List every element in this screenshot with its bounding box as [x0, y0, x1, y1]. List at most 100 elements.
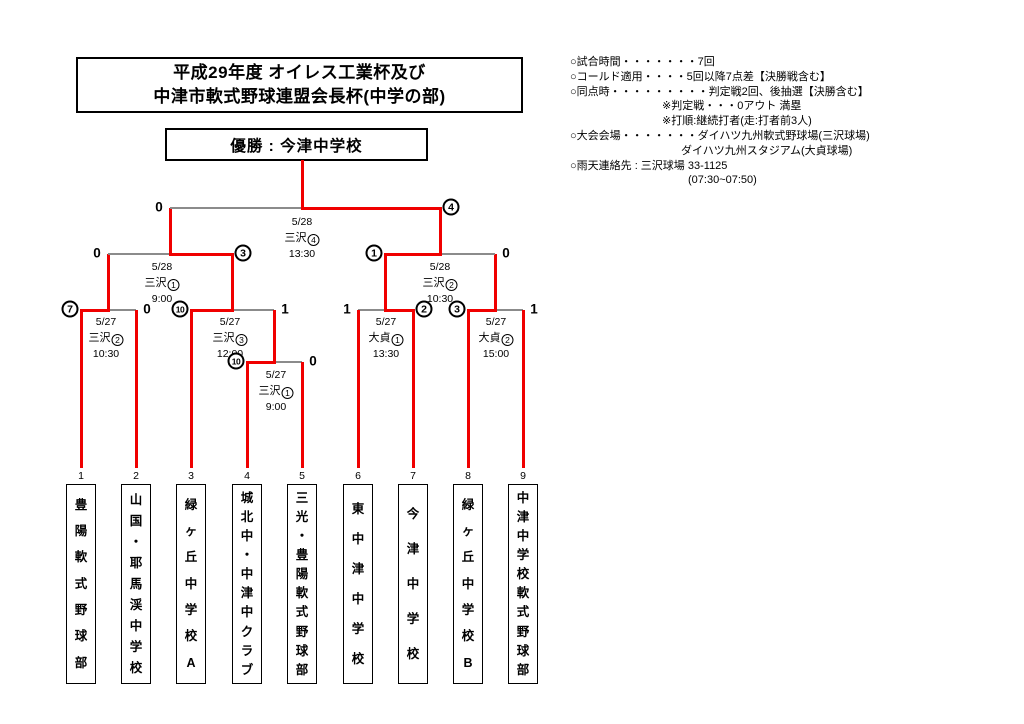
team-name-char: 緑	[184, 497, 198, 512]
team-name-char: 学	[129, 639, 143, 654]
court-number-badge: 4	[307, 234, 320, 246]
team-name-char: 校	[406, 646, 420, 661]
team-name-char: ブ	[240, 662, 254, 677]
team-name-char: 山	[129, 492, 143, 507]
match-time: 10:30	[426, 293, 454, 305]
match-date: 5/28	[429, 261, 451, 273]
team-7-number: 7	[410, 470, 416, 482]
team-4-line	[245, 362, 249, 468]
match-sf2-score-right: 0	[502, 245, 510, 261]
team-name-char: 式	[74, 576, 88, 591]
match-final-winner-line	[300, 206, 442, 210]
team-name-char: 学	[516, 548, 530, 562]
team-name-char: 城	[240, 490, 254, 505]
team-name-char: 学	[184, 603, 198, 618]
team-name-char: ・	[295, 528, 309, 543]
team-name-char: 今	[406, 506, 420, 521]
team-name-char: 式	[516, 605, 530, 620]
court-number-badge: 2	[501, 334, 514, 346]
match-qf1-score-left: 7	[61, 300, 79, 318]
team-4-number: 4	[244, 470, 250, 482]
team-name-char: 球	[516, 643, 530, 658]
team-6-number: 6	[355, 470, 361, 482]
team-name-char: 馬	[129, 576, 143, 591]
team-name-char: 中	[240, 605, 254, 620]
match-date: 5/28	[291, 216, 313, 228]
match-sf1-loser-line	[108, 253, 170, 255]
team-name-char: 耶	[129, 555, 143, 570]
match-sf2-winner-line	[383, 252, 442, 256]
team-name-char: 部	[74, 655, 88, 670]
team-8-line	[466, 310, 470, 468]
match-qf1-loser-line	[108, 309, 136, 311]
match-date: 5/28	[151, 261, 173, 273]
court-number-badge: 3	[235, 334, 248, 346]
match-playin-winner-line	[245, 360, 276, 364]
team-name-char: 野	[516, 624, 530, 639]
champion-text: 優勝 : 今津中学校	[230, 137, 363, 155]
team-name-char: 学	[461, 603, 475, 618]
team-name-char: 国	[129, 513, 143, 528]
team-1-line	[79, 310, 83, 468]
team-name-char: 中	[129, 618, 143, 633]
match-qf2-advance-line	[230, 254, 234, 312]
team-9-box: 中津中学校軟式野球部	[508, 484, 538, 684]
match-sf2-advance-line	[438, 208, 442, 256]
team-5-number: 5	[299, 470, 305, 482]
team-name-char: 校	[461, 629, 475, 644]
team-6-line	[356, 310, 360, 468]
team-name-char: 式	[295, 605, 309, 620]
match-qf2-score-right: 1	[281, 301, 289, 317]
team-name-char: 中	[516, 490, 530, 505]
match-date: 5/27	[265, 369, 287, 381]
rule-line: ○大会会場・・・・・・・ダイハツ九州軟式野球場(三沢球場)	[570, 129, 870, 142]
match-playin-advance-line	[272, 310, 276, 364]
court-number-badge: 2	[445, 279, 458, 291]
match-qf1-score-right: 0	[143, 301, 151, 317]
team-name-char: 軟	[74, 550, 88, 565]
match-qf1-advance-line	[106, 254, 110, 312]
match-time: 13:30	[372, 348, 400, 360]
team-name-char: 軟	[295, 586, 309, 601]
match-playin-loser-line	[274, 361, 302, 363]
match-final-score-right: 4	[442, 198, 460, 216]
match-qf4-score-right: 1	[530, 301, 538, 317]
title-line2: 中津市軟式野球連盟会長杯(中学の部)	[153, 87, 446, 106]
team-name-char: 校	[351, 651, 365, 666]
team-name-char: 中	[240, 528, 254, 543]
team-name-char: 中	[240, 567, 254, 582]
match-playin-score-left: 10	[227, 352, 245, 370]
match-date: 5/27	[375, 316, 397, 328]
team-name-char: 中	[516, 528, 530, 543]
team-name-char: 中	[184, 576, 198, 591]
team-9-line	[521, 310, 525, 468]
title-box: 平成29年度 オイレス工業杯及び 中津市軟式野球連盟会長杯(中学の部)	[76, 57, 523, 113]
match-qf4-advance-line	[493, 254, 497, 312]
match-sf1-winner-line	[168, 252, 234, 256]
team-name-char: 緑	[461, 497, 475, 512]
team-name-char: 球	[295, 643, 309, 658]
team-name-char: 校	[516, 567, 530, 582]
team-name-char: 中	[406, 576, 420, 591]
match-qf3-score-left: 1	[343, 301, 351, 317]
match-qf3-winner-line	[383, 308, 415, 312]
match-qf1-winner-line	[79, 308, 110, 312]
match-playin-score-right: 0	[309, 353, 317, 369]
match-date: 5/27	[95, 316, 117, 328]
team-name-char: A	[186, 655, 196, 670]
team-name-char: 陽	[295, 567, 309, 582]
match-final-loser-line	[170, 207, 302, 209]
team-name-char: 陽	[74, 524, 88, 539]
rule-line: ○試合時間・・・・・・・7回	[570, 56, 715, 68]
match-time: 10:30	[92, 348, 120, 360]
match-qf2-info: 5/27三沢312:00	[213, 314, 248, 362]
